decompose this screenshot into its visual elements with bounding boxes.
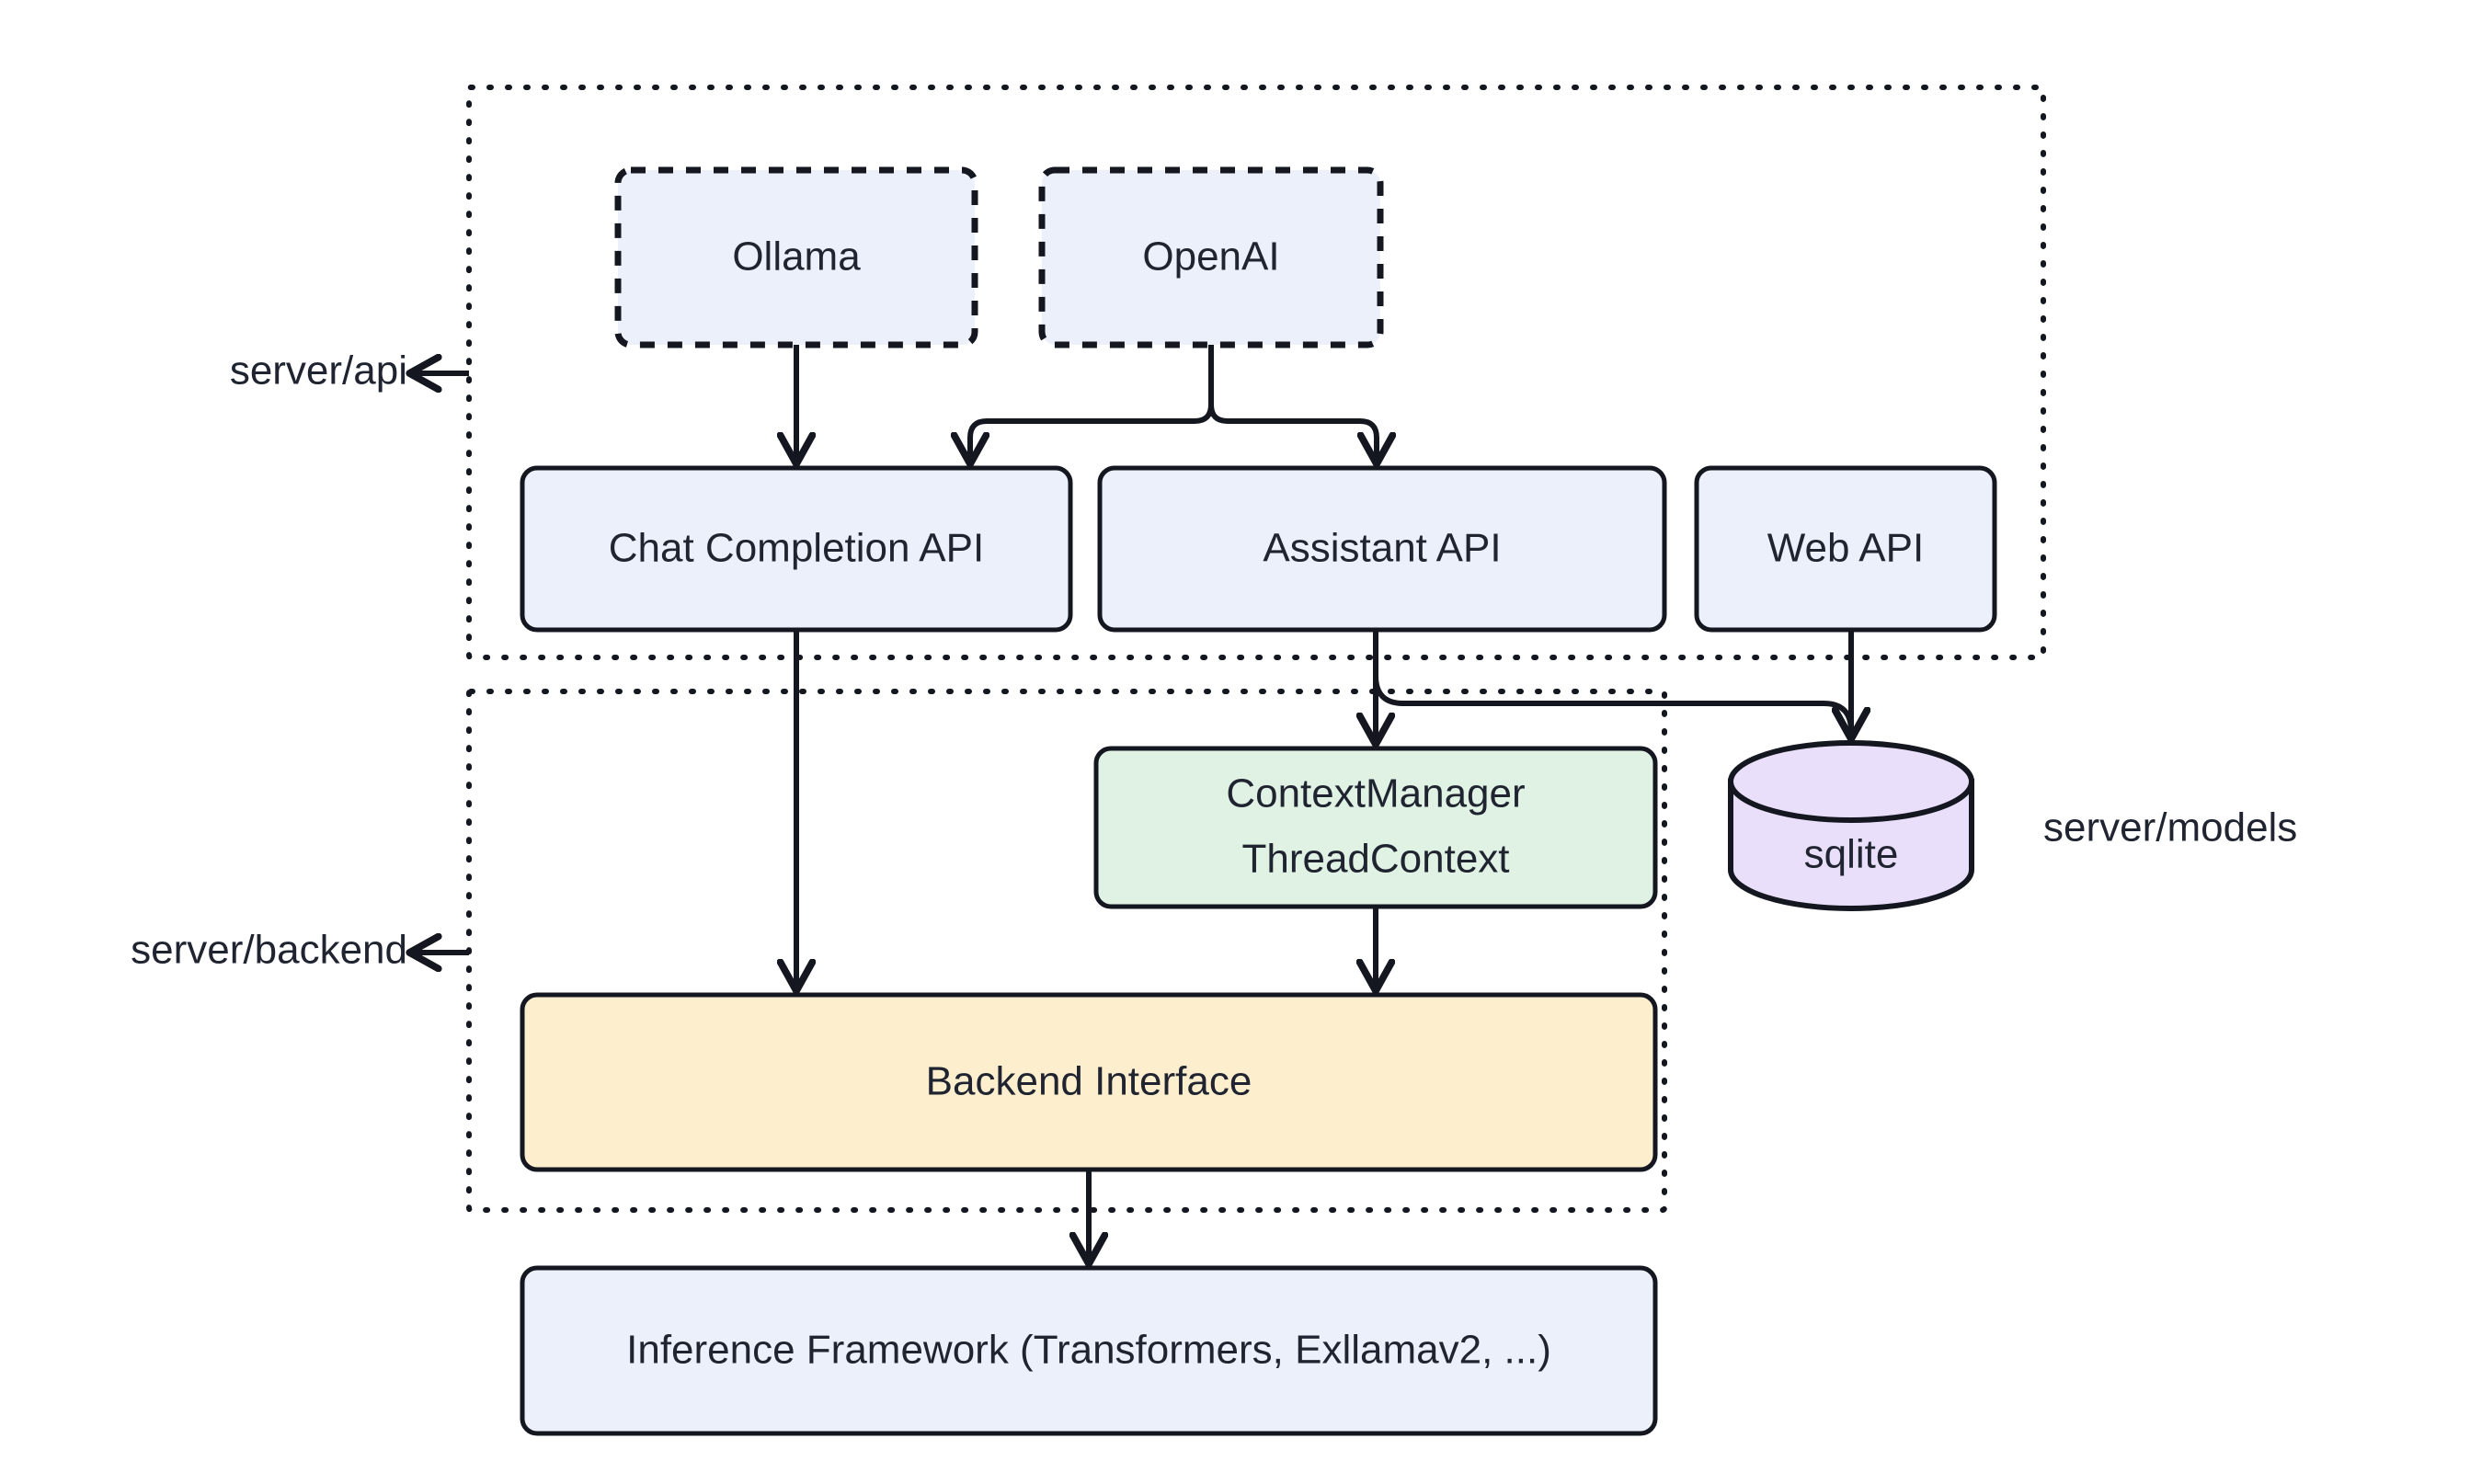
group-label-server-backend: server/backend (131, 928, 407, 973)
node-sqlite-cylinder-top[interactable] (1728, 740, 1974, 823)
node-context-manager-label-line-2: ThreadContext (1241, 837, 1509, 882)
node-web-api-box[interactable] (1694, 465, 1997, 633)
node-backend-interface-box[interactable] (520, 992, 1658, 1172)
group-label-server-api: server/api (230, 348, 407, 394)
node-sqlite[interactable]: sqlite (1728, 740, 1974, 911)
node-assistant-api-label: Assistant API (1263, 526, 1501, 571)
node-backend-interface-label: Backend Interface (926, 1059, 1252, 1104)
node-openai[interactable]: OpenAI (1038, 166, 1384, 348)
node-ollama-label: Ollama (732, 234, 861, 280)
node-inference-framework-label: Inference Framework (Transformers, Exlla… (626, 1328, 1551, 1373)
edge-openai-to-assistant-api (1208, 345, 1377, 462)
node-sqlite-label: sqlite (1804, 832, 1899, 877)
node-context-manager-box[interactable] (1093, 746, 1658, 909)
edge-assistant-api-to-sqlite (1373, 675, 1851, 737)
node-assistant-api[interactable]: Assistant API (1097, 465, 1667, 633)
node-web-api-label: Web API (1767, 526, 1924, 571)
node-context-manager[interactable]: ContextManager ThreadContext (1093, 746, 1658, 909)
node-ollama[interactable]: Ollama (614, 166, 978, 348)
node-inference-framework[interactable]: Inference Framework (Transformers, Exlla… (520, 1265, 1658, 1436)
node-openai-box[interactable] (1038, 166, 1384, 348)
node-web-api[interactable]: Web API (1694, 465, 1997, 633)
node-inference-framework-box[interactable] (520, 1265, 1658, 1436)
node-openai-label: OpenAI (1142, 234, 1279, 280)
node-ollama-box[interactable] (614, 166, 978, 348)
node-chat-completion-api[interactable]: Chat Completion API (520, 465, 1073, 633)
node-assistant-api-box[interactable] (1097, 465, 1667, 633)
group-container-server-api (466, 85, 2046, 660)
group-label-server-models: server/models (2043, 805, 2297, 850)
edge-openai-to-chat-completion-api (970, 345, 1214, 462)
node-chat-completion-api-box[interactable] (520, 465, 1073, 633)
node-backend-interface[interactable]: Backend Interface (520, 992, 1658, 1172)
node-chat-completion-api-label: Chat Completion API (609, 526, 984, 571)
node-context-manager-label-line-1: ContextManager (1226, 771, 1525, 816)
